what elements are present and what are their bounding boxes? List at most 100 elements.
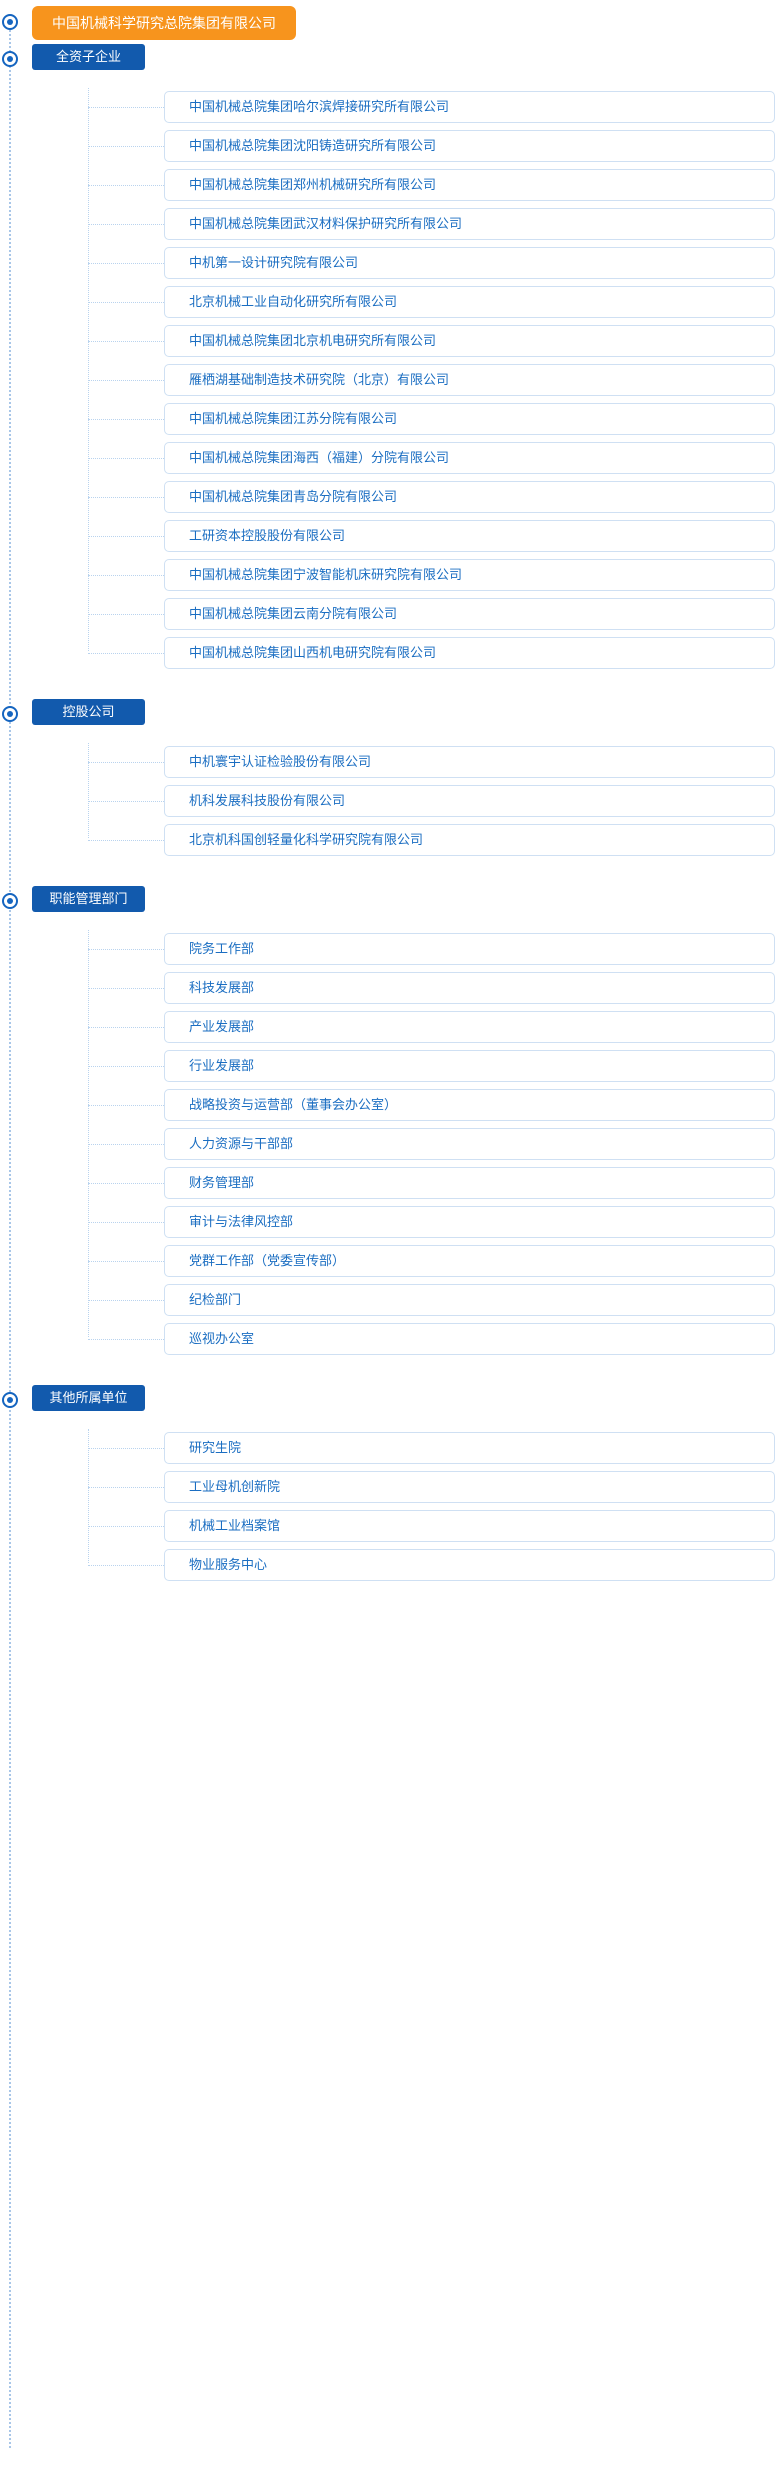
list-item: 中国机械总院集团海西（福建）分院有限公司: [0, 439, 779, 478]
org-unit-3-6[interactable]: 人力资源与干部部: [164, 1128, 775, 1160]
branch-horizontal-connector: [88, 263, 164, 264]
list-item: 工业母机创新院: [0, 1468, 779, 1507]
radio-target-icon: [2, 14, 18, 30]
org-unit-1-10[interactable]: 中国机械总院集团海西（福建）分院有限公司: [164, 442, 775, 474]
branch-horizontal-connector: [88, 302, 164, 303]
root-node[interactable]: 中国机械科学研究总院集团有限公司: [32, 6, 296, 40]
branch-horizontal-connector: [88, 458, 164, 459]
section-spacer: [0, 1359, 779, 1385]
org-unit-4-4[interactable]: 物业服务中心: [164, 1549, 775, 1581]
org-unit-1-3[interactable]: 中国机械总院集团郑州机械研究所有限公司: [164, 169, 775, 201]
section-label-3[interactable]: 职能管理部门: [32, 886, 145, 912]
org-unit-3-1[interactable]: 院务工作部: [164, 933, 775, 965]
org-unit-1-12[interactable]: 工研资本控股股份有限公司: [164, 520, 775, 552]
section-label-2[interactable]: 控股公司: [32, 699, 145, 725]
org-unit-3-9[interactable]: 党群工作部（党委宣传部）: [164, 1245, 775, 1277]
org-unit-1-14[interactable]: 中国机械总院集团云南分院有限公司: [164, 598, 775, 630]
section-items: 研究生院 工业母机创新院 机械工业档案馆 物业服务中心: [0, 1429, 779, 1585]
org-unit-1-9[interactable]: 中国机械总院集团江苏分院有限公司: [164, 403, 775, 435]
list-item: 中机第一设计研究院有限公司: [0, 244, 779, 283]
list-item: 中国机械总院集团江苏分院有限公司: [0, 400, 779, 439]
branch-horizontal-connector: [88, 146, 164, 147]
branch-vertical-connector: [88, 743, 89, 838]
section-spacer: [0, 673, 779, 699]
org-unit-2-2[interactable]: 机科发展科技股份有限公司: [164, 785, 775, 817]
branch-horizontal-connector: [88, 949, 164, 950]
org-unit-1-13[interactable]: 中国机械总院集团宁波智能机床研究院有限公司: [164, 559, 775, 591]
main-vertical-connector: [9, 18, 11, 2448]
list-item: 纪检部门: [0, 1281, 779, 1320]
branch-horizontal-connector: [88, 341, 164, 342]
branch-horizontal-connector: [88, 1066, 164, 1067]
org-section-2: 控股公司 中机寰宇认证检验股份有限公司 机科发展科技股份有限公司 北京机科国创轻…: [0, 699, 779, 886]
branch-horizontal-connector: [88, 536, 164, 537]
branch-horizontal-connector: [88, 1565, 164, 1566]
section-label-4[interactable]: 其他所属单位: [32, 1385, 145, 1411]
org-unit-3-2[interactable]: 科技发展部: [164, 972, 775, 1004]
root-node-row: 中国机械科学研究总院集团有限公司: [0, 6, 779, 44]
list-item: 中机寰宇认证检验股份有限公司: [0, 743, 779, 782]
branch-horizontal-connector: [88, 1222, 164, 1223]
org-unit-4-1[interactable]: 研究生院: [164, 1432, 775, 1464]
branch-horizontal-connector: [88, 1105, 164, 1106]
branch-horizontal-connector: [88, 1339, 164, 1340]
org-unit-3-11[interactable]: 巡视办公室: [164, 1323, 775, 1355]
list-item: 北京机科国创轻量化科学研究院有限公司: [0, 821, 779, 860]
org-unit-3-5[interactable]: 战略投资与运营部（董事会办公室）: [164, 1089, 775, 1121]
org-unit-2-3[interactable]: 北京机科国创轻量化科学研究院有限公司: [164, 824, 775, 856]
org-unit-3-8[interactable]: 审计与法律风控部: [164, 1206, 775, 1238]
section-spacer: [0, 1585, 779, 1611]
branch-horizontal-connector: [88, 653, 164, 654]
section-branch: 中机寰宇认证检验股份有限公司 机科发展科技股份有限公司 北京机科国创轻量化科学研…: [0, 743, 779, 860]
branch-horizontal-connector: [88, 107, 164, 108]
org-unit-1-11[interactable]: 中国机械总院集团青岛分院有限公司: [164, 481, 775, 513]
list-item: 中国机械总院集团青岛分院有限公司: [0, 478, 779, 517]
section-header: 其他所属单位: [0, 1385, 779, 1415]
branch-horizontal-connector: [88, 380, 164, 381]
branch-horizontal-connector: [88, 988, 164, 989]
org-unit-2-1[interactable]: 中机寰宇认证检验股份有限公司: [164, 746, 775, 778]
list-item: 雁栖湖基础制造技术研究院（北京）有限公司: [0, 361, 779, 400]
list-item: 工研资本控股股份有限公司: [0, 517, 779, 556]
org-unit-3-3[interactable]: 产业发展部: [164, 1011, 775, 1043]
list-item: 中国机械总院集团武汉材料保护研究所有限公司: [0, 205, 779, 244]
list-item: 产业发展部: [0, 1008, 779, 1047]
branch-horizontal-connector: [88, 1027, 164, 1028]
branch-horizontal-connector: [88, 1144, 164, 1145]
org-section-1: 全资子企业 中国机械总院集团哈尔滨焊接研究所有限公司 中国机械总院集团沈阳铸造研…: [0, 44, 779, 699]
org-unit-1-1[interactable]: 中国机械总院集团哈尔滨焊接研究所有限公司: [164, 91, 775, 123]
list-item: 机科发展科技股份有限公司: [0, 782, 779, 821]
list-item: 巡视办公室: [0, 1320, 779, 1359]
org-unit-1-7[interactable]: 中国机械总院集团北京机电研究所有限公司: [164, 325, 775, 357]
org-unit-1-5[interactable]: 中机第一设计研究院有限公司: [164, 247, 775, 279]
list-item: 中国机械总院集团郑州机械研究所有限公司: [0, 166, 779, 205]
section-label-1[interactable]: 全资子企业: [32, 44, 145, 70]
branch-horizontal-connector: [88, 1526, 164, 1527]
branch-horizontal-connector: [88, 497, 164, 498]
section-branch: 中国机械总院集团哈尔滨焊接研究所有限公司 中国机械总院集团沈阳铸造研究所有限公司…: [0, 88, 779, 673]
section-items: 中国机械总院集团哈尔滨焊接研究所有限公司 中国机械总院集团沈阳铸造研究所有限公司…: [0, 88, 779, 673]
org-unit-4-2[interactable]: 工业母机创新院: [164, 1471, 775, 1503]
section-items: 中机寰宇认证检验股份有限公司 机科发展科技股份有限公司 北京机科国创轻量化科学研…: [0, 743, 779, 860]
org-unit-1-8[interactable]: 雁栖湖基础制造技术研究院（北京）有限公司: [164, 364, 775, 396]
org-unit-1-15[interactable]: 中国机械总院集团山西机电研究院有限公司: [164, 637, 775, 669]
list-item: 院务工作部: [0, 930, 779, 969]
branch-horizontal-connector: [88, 801, 164, 802]
org-section-3: 职能管理部门 院务工作部 科技发展部 产业发展部 行业发展部 战略投资与运营部（…: [0, 886, 779, 1385]
branch-vertical-connector: [88, 88, 89, 651]
radio-target-icon: [2, 706, 18, 722]
org-unit-3-7[interactable]: 财务管理部: [164, 1167, 775, 1199]
org-unit-1-2[interactable]: 中国机械总院集团沈阳铸造研究所有限公司: [164, 130, 775, 162]
org-unit-3-4[interactable]: 行业发展部: [164, 1050, 775, 1082]
org-unit-4-3[interactable]: 机械工业档案馆: [164, 1510, 775, 1542]
section-header: 控股公司: [0, 699, 779, 729]
list-item: 研究生院: [0, 1429, 779, 1468]
org-unit-3-10[interactable]: 纪检部门: [164, 1284, 775, 1316]
org-unit-1-6[interactable]: 北京机械工业自动化研究所有限公司: [164, 286, 775, 318]
radio-target-icon: [2, 1392, 18, 1408]
org-unit-1-4[interactable]: 中国机械总院集团武汉材料保护研究所有限公司: [164, 208, 775, 240]
list-item: 战略投资与运营部（董事会办公室）: [0, 1086, 779, 1125]
branch-horizontal-connector: [88, 224, 164, 225]
section-header: 职能管理部门: [0, 886, 779, 916]
branch-horizontal-connector: [88, 1300, 164, 1301]
